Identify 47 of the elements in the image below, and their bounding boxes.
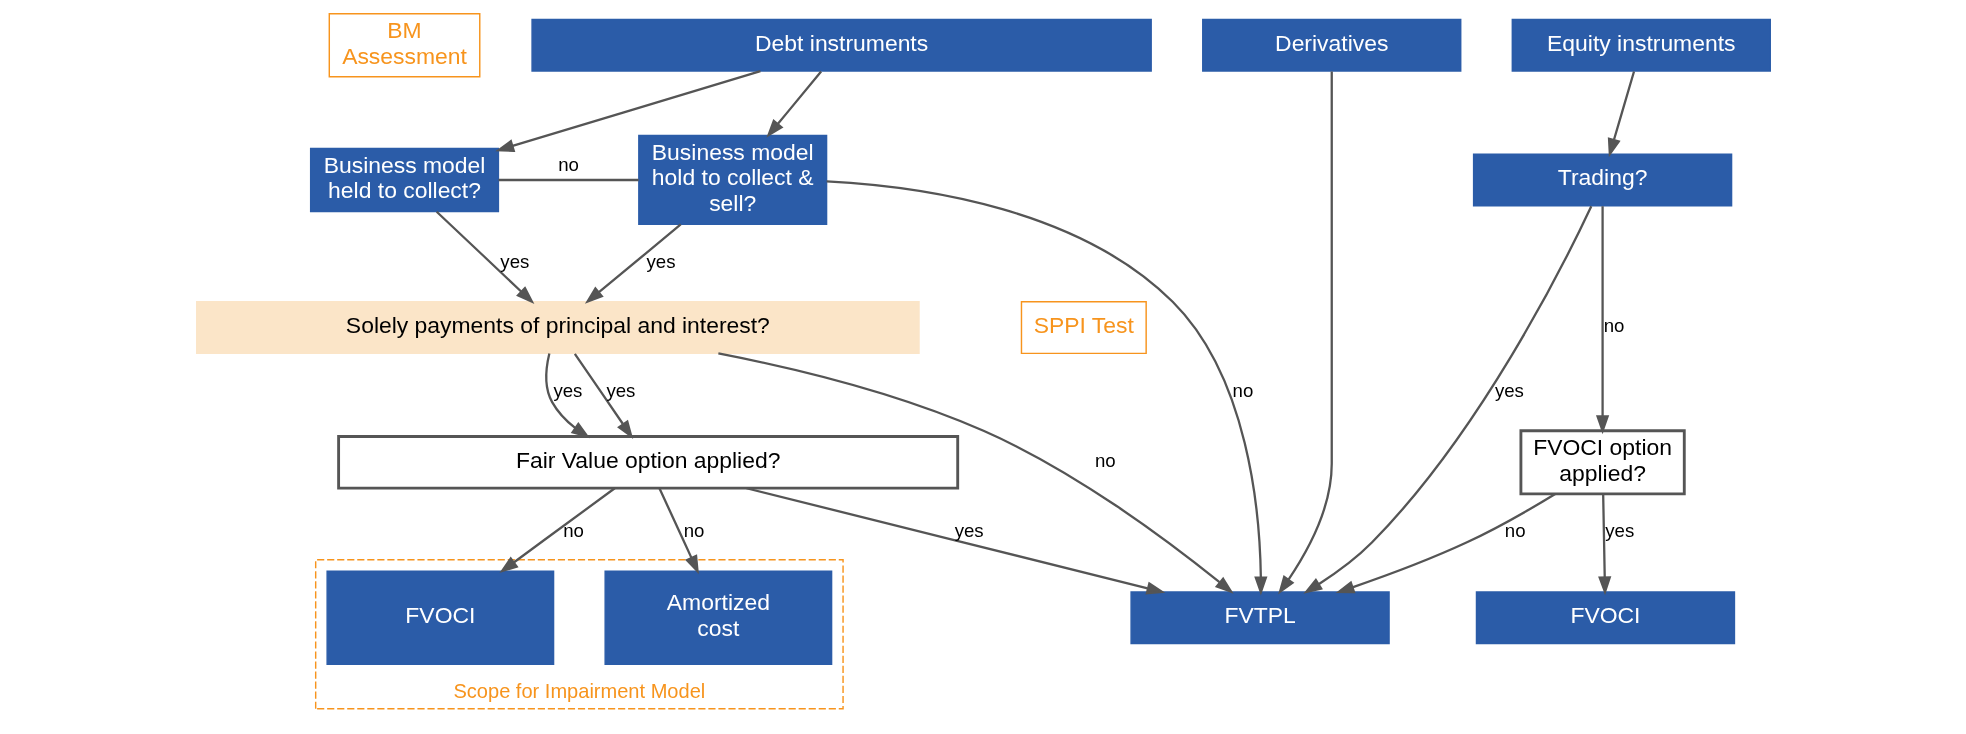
edge-label: no: [683, 520, 704, 542]
node-box: SPPI Test: [1020, 301, 1147, 355]
arrow: [745, 487, 1165, 595]
arrow: [1302, 205, 1592, 594]
node-box: Equity instruments: [1511, 18, 1771, 72]
node-box: BM Assessment: [328, 13, 480, 78]
node-box: Business model held to collect?: [309, 147, 499, 213]
node-box: Fair Value option applied?: [336, 435, 959, 490]
node-box: FVOCI: [325, 570, 554, 666]
arrow: [494, 70, 761, 153]
node-box: Debt instruments: [530, 18, 1152, 72]
node-box: Business model hold to collect & sell?: [637, 134, 827, 226]
edge-label: no: [1603, 315, 1624, 337]
edge-label: yes: [646, 250, 676, 272]
edge-label: no: [1094, 450, 1116, 472]
arrow: [1597, 493, 1611, 596]
edge-label: yes: [552, 379, 582, 401]
edge-label: yes: [499, 250, 529, 272]
arrow: [1277, 71, 1333, 595]
edge-label: yes: [1604, 520, 1634, 542]
edge-label: yes: [954, 520, 984, 542]
arrow: [498, 487, 615, 574]
node-box: FVTPL: [1129, 591, 1390, 645]
connector: [498, 178, 639, 182]
arrow: [1595, 206, 1609, 435]
node-box: FVOCI option applied?: [1518, 429, 1686, 496]
arrow: [1335, 493, 1556, 594]
arrow: [584, 223, 681, 304]
edge-label: no: [1504, 520, 1526, 542]
arrow: [544, 353, 590, 439]
node-box: FVOCI: [1475, 591, 1735, 645]
edge-label: no: [562, 520, 584, 542]
edge-label: yes: [1494, 379, 1524, 401]
arrow: [717, 352, 1234, 594]
arrow: [1607, 71, 1635, 158]
node-box: Derivatives: [1201, 18, 1461, 72]
arrow: [657, 487, 699, 575]
node-box: Trading?: [1472, 153, 1732, 207]
arrow: [573, 353, 633, 440]
edge-label: no: [557, 153, 579, 175]
arrow: [435, 210, 534, 304]
arrow: [765, 70, 822, 138]
node-box: Solely payments of principal and interest?: [195, 301, 920, 355]
edge-label: no: [1232, 379, 1253, 401]
arrow: [826, 180, 1267, 596]
edge-label: yes: [605, 379, 635, 401]
node-box: Amortized cost: [603, 570, 832, 666]
